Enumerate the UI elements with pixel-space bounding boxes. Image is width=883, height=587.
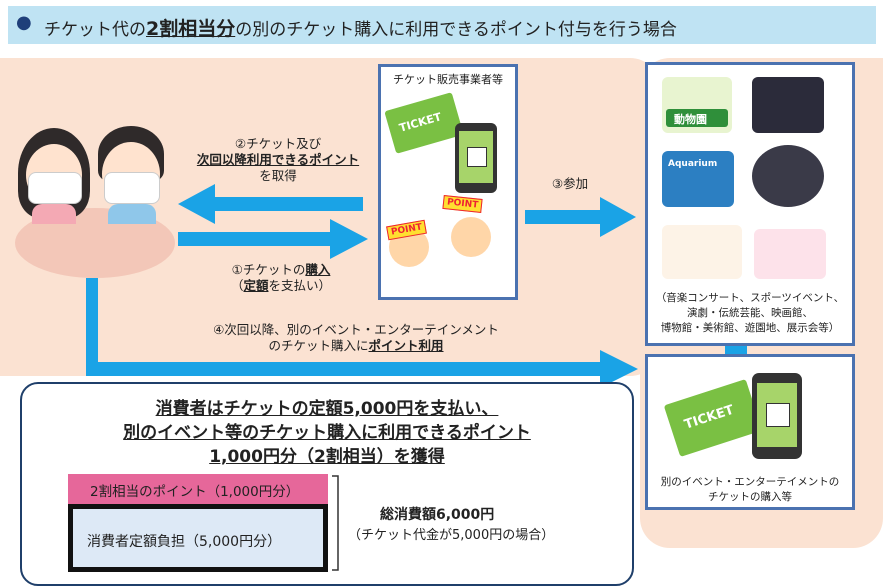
seller-panel: チケット販売事業者等 TICKET POINT POINT [378,64,518,300]
happy-person-icon-2 [451,217,491,257]
step1-label: ①チケットの購入 （定額を支払い） [230,262,332,293]
step3-label: ③参加 [551,176,589,191]
next-smartphone-icon [752,373,802,459]
concert-icon [752,77,824,133]
next-purchase-caption: 別のイベント・エンターテイメントの チケットの購入等 [660,476,840,503]
next-purchase-panel: TICKET 別のイベント・エンターテイメントの チケットの購入等 [645,354,855,510]
next-ticket-icon: TICKET [663,379,763,457]
ticket-icon: TICKET [384,92,464,154]
zoo-icon: 動物園 [662,77,732,133]
venues-caption: （音楽コンサート、スポーツイベント、 演劇・伝統芸能、映画館、 博物館・美術館、… [655,292,845,334]
arrow-step1 [178,219,368,259]
base-payment-bar: 消費者定額負担（5,000円分） [68,504,328,572]
cinema-icon [752,145,824,207]
consumers-illustration [12,122,182,232]
venues-panel: 動物園 Aquarium （音楽コンサート、スポーツイベント、 演劇・伝統芸能、… [645,62,855,346]
bullet-icon: ● [16,12,32,33]
page-title: チケット代の2割相当分の別のチケット購入に利用できるポイント付与を行う場合 [44,18,677,40]
summary-line-1: 消費者はチケットの定額5,000円を支払い、 [155,399,499,419]
total-note: （チケット代金が5,000円の場合） [348,528,555,543]
total-label: 総消費額6,000円 [380,507,495,523]
amusement-park-icon [754,229,826,279]
arrow-step4 [86,278,638,388]
summary-line-2: 別のイベント等のチケット購入に利用できるポイント [123,423,531,443]
title-bar [8,6,876,44]
step2-label: ②チケット及び 次回以降利用できるポイント を取得 [196,136,360,183]
arrow-step3 [525,197,636,237]
summary-line-3: 1,000円分（2割相当）を獲得 [209,447,445,467]
point-bar: 2割相当のポイント（1,000円分） [68,474,328,504]
aquarium-icon: Aquarium [662,151,734,207]
point-badge-2: POINT [442,194,483,214]
total-bracket [332,475,339,571]
seller-title: チケット販売事業者等 [393,73,503,86]
step4-label: ④次回以降、別のイベント・エンターテインメント のチケット購入にポイント利用 [213,322,499,353]
smartphone-icon [455,123,497,193]
arrow-step2 [178,184,363,224]
sports-event-icon [662,225,742,279]
